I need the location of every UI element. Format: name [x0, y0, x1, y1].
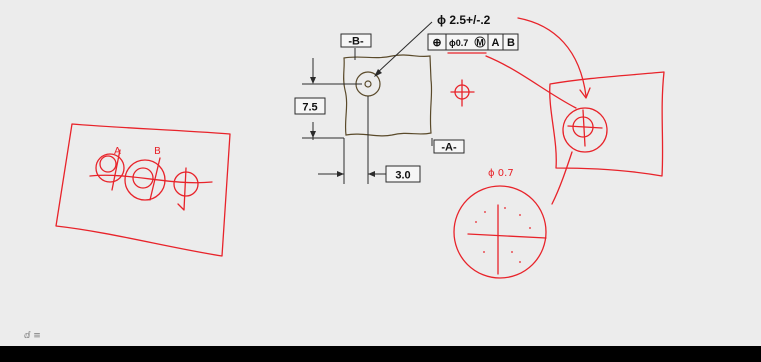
dim-3-0: 3.0	[385, 165, 421, 183]
sketch-label-b: B	[154, 146, 161, 157]
engineering-drawing: -B- -A- ϕ 2.5+/-.2 ⊕ ϕ0.7 M A B 7.5	[55, 13, 665, 279]
datum-b-label: -B-	[340, 33, 372, 48]
dimension-lines	[302, 21, 433, 184]
fcf-tolerance: ϕ0.7	[449, 38, 468, 48]
corner-glyph: ⅆ ≡	[24, 331, 41, 341]
left-edge	[0, 0, 3, 346]
position-symbol-icon: ⊕	[432, 37, 441, 49]
bottom-bar	[0, 346, 761, 362]
zone-label: ϕ 0.7	[488, 168, 514, 179]
slide-canvas: -B- -A- ϕ 2.5+/-.2 ⊕ ϕ0.7 M A B 7.5	[0, 0, 761, 346]
svg-text:-B-: -B-	[348, 36, 364, 48]
svg-text:7.5: 7.5	[302, 102, 317, 114]
tolerance-zone-circle	[453, 185, 547, 279]
fcf-datum-b: B	[507, 37, 515, 49]
zone-box	[549, 71, 665, 177]
ink-annotations: A B ϕ 0.7	[55, 17, 665, 279]
hole-size-note: ϕ 2.5+/-.2	[437, 13, 491, 27]
svg-text:-A-: -A-	[441, 142, 457, 154]
datum-a-label: -A-	[433, 139, 465, 154]
feature-control-frame: ⊕ ϕ0.7 M A B	[427, 33, 519, 51]
fcf-datum-a: A	[492, 37, 500, 49]
sketch-plate	[55, 123, 231, 257]
sketch-label-a: A	[114, 146, 121, 157]
mmc-modifier: M	[476, 38, 484, 48]
dim-7-5: 7.5	[294, 97, 326, 115]
svg-text:3.0: 3.0	[395, 170, 410, 182]
part-outline	[343, 54, 433, 137]
